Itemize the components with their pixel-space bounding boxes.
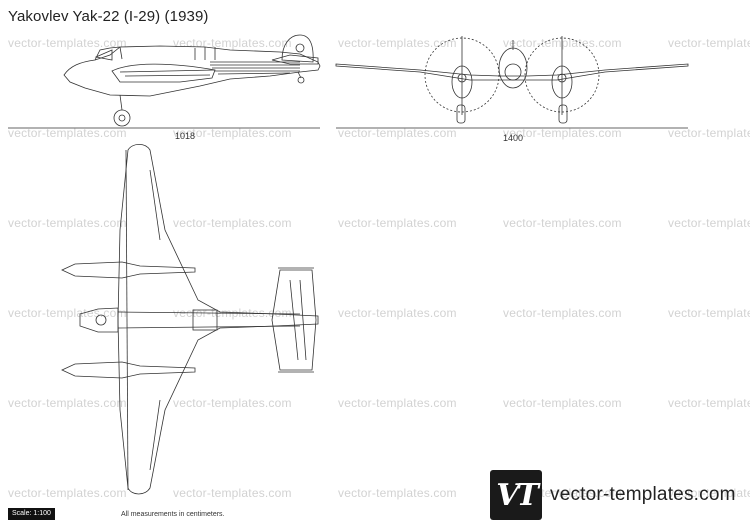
scale-badge: Scale: 1:100 — [8, 508, 55, 520]
side-view — [8, 34, 321, 129]
vt-logo-icon: VT — [490, 470, 542, 520]
side-length-dimension: 1018 — [175, 131, 196, 141]
site-name: vector-templates.com — [550, 484, 736, 505]
page-title: Yakovlev Yak-22 (I-29) (1939) — [8, 8, 209, 25]
measurement-note: All measurements in centimeters. — [121, 511, 225, 518]
top-view — [61, 143, 319, 495]
front-view — [335, 36, 689, 129]
front-span-dimension: 1400 — [503, 133, 524, 143]
